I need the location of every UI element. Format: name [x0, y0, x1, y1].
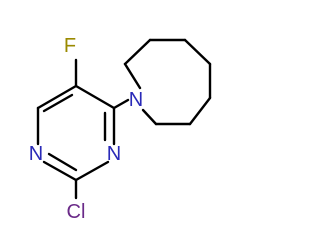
bond-c4-n-azepane [112, 98, 130, 110]
bond-c5-c6-inner [42, 93, 74, 113]
bond-az-c1-c2 [123, 38, 152, 66]
bond-n1-c2-inner [47, 152, 78, 172]
atom-fluorine: F [64, 35, 76, 57]
structure-diagram: F N N N Cl [29, 35, 212, 223]
bond-az-c3-c4 [183, 38, 212, 66]
bond-c2-n3 [74, 160, 110, 182]
atom-azepane-n: N [129, 89, 143, 111]
bond-az-n-c1 [123, 62, 142, 90]
bond-az-c7-n [141, 108, 158, 126]
bond-az-c5-c6 [188, 96, 212, 126]
atom-labels: F N N N Cl [29, 35, 143, 223]
bond-n1-c2 [42, 160, 78, 182]
molecule-svg: F N N N Cl [29, 35, 212, 223]
bond-c4-c5 [74, 84, 116, 110]
atom-chlorine: Cl [67, 201, 86, 223]
azepane-ring [123, 38, 212, 126]
atom-ring-n3: N [107, 143, 121, 165]
bond-c5-c6 [36, 84, 78, 110]
atom-ring-n1: N [29, 143, 43, 165]
pyrimidine-ring [36, 84, 116, 182]
substituent-bonds [74, 58, 130, 200]
